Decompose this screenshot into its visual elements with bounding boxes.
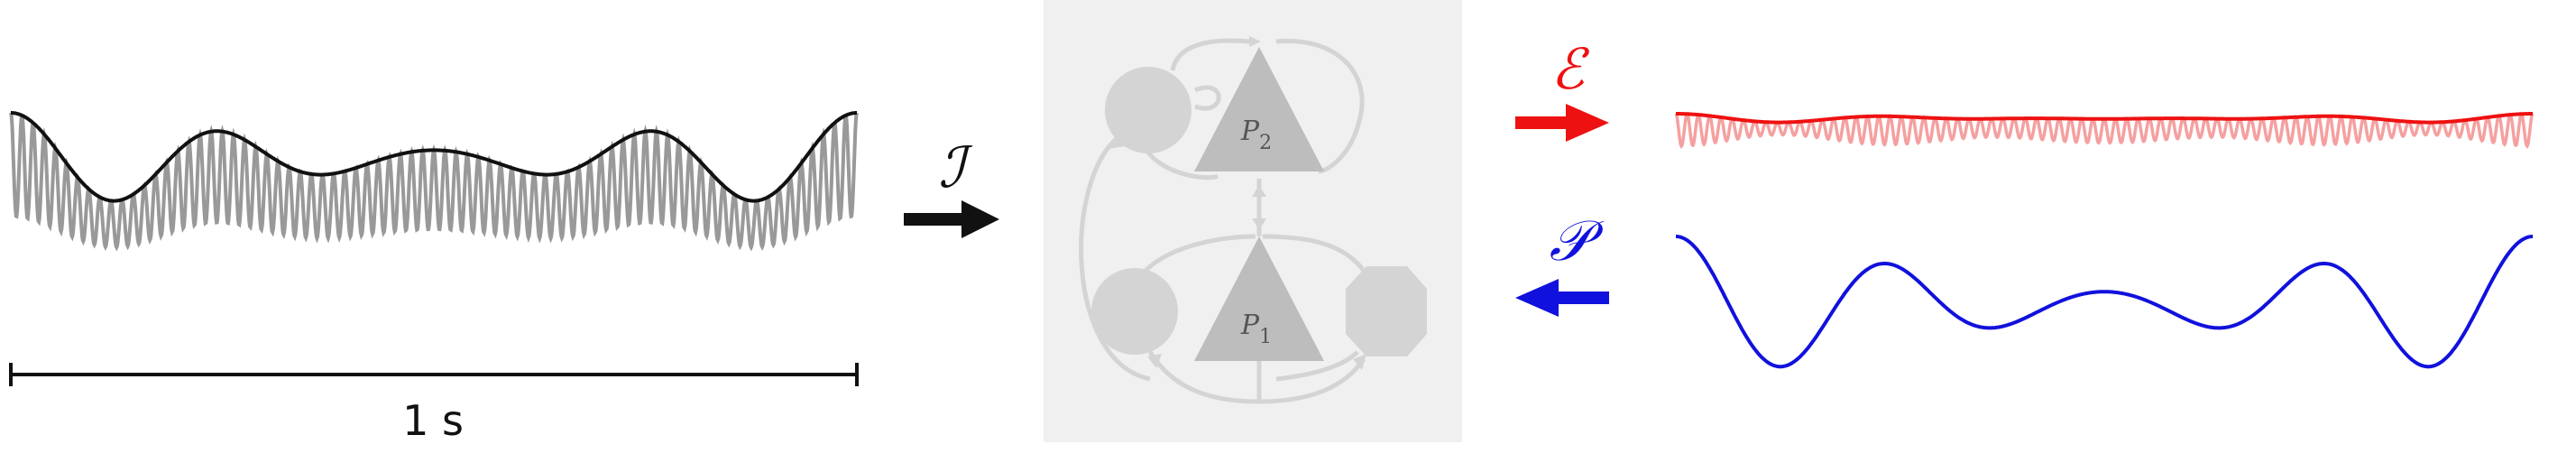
prediction-waveform [1676, 235, 2533, 369]
input-operator-symbol: ℐ [938, 134, 973, 200]
error-operator: ℰ [1515, 36, 1609, 142]
right-arrow-icon [1515, 104, 1609, 142]
left-arrow-icon [1515, 279, 1609, 317]
right-arrow-icon [904, 200, 999, 238]
upper-pyramidal-neuron [1194, 47, 1324, 171]
upper-neuron-label: P2 [1240, 116, 1272, 154]
upper-neuron-subscript: 2 [1259, 132, 1272, 154]
error-signal-panel [1674, 112, 2535, 149]
lower-neuron-label: P1 [1240, 310, 1272, 348]
lower-pyramidal-neuron [1194, 236, 1324, 361]
input-envelope-curve [11, 111, 857, 203]
scale-bar: 1 s [9, 363, 859, 445]
prediction-signal-panel [1676, 235, 2533, 369]
prediction-operator: 𝒫 [1515, 208, 1609, 317]
input-carrier-waveform [9, 112, 859, 252]
lower-neuron-subscript: 1 [1259, 326, 1272, 348]
error-operator-symbol: ℰ [1550, 36, 1589, 102]
input-signal-panel [9, 111, 859, 252]
network-panel: P2 P1 [1044, 0, 1462, 442]
lower-octagon-node [1346, 266, 1427, 356]
prediction-operator-symbol: 𝒫 [1550, 208, 1605, 273]
error-envelope-curve [1676, 112, 2533, 125]
input-operator: ℐ [904, 134, 999, 238]
network-arrowheads [1108, 36, 1366, 370]
upper-interneuron-node [1105, 67, 1191, 153]
scale-bar-label: 1 s [402, 396, 464, 445]
lower-interneuron-node [1091, 268, 1178, 355]
